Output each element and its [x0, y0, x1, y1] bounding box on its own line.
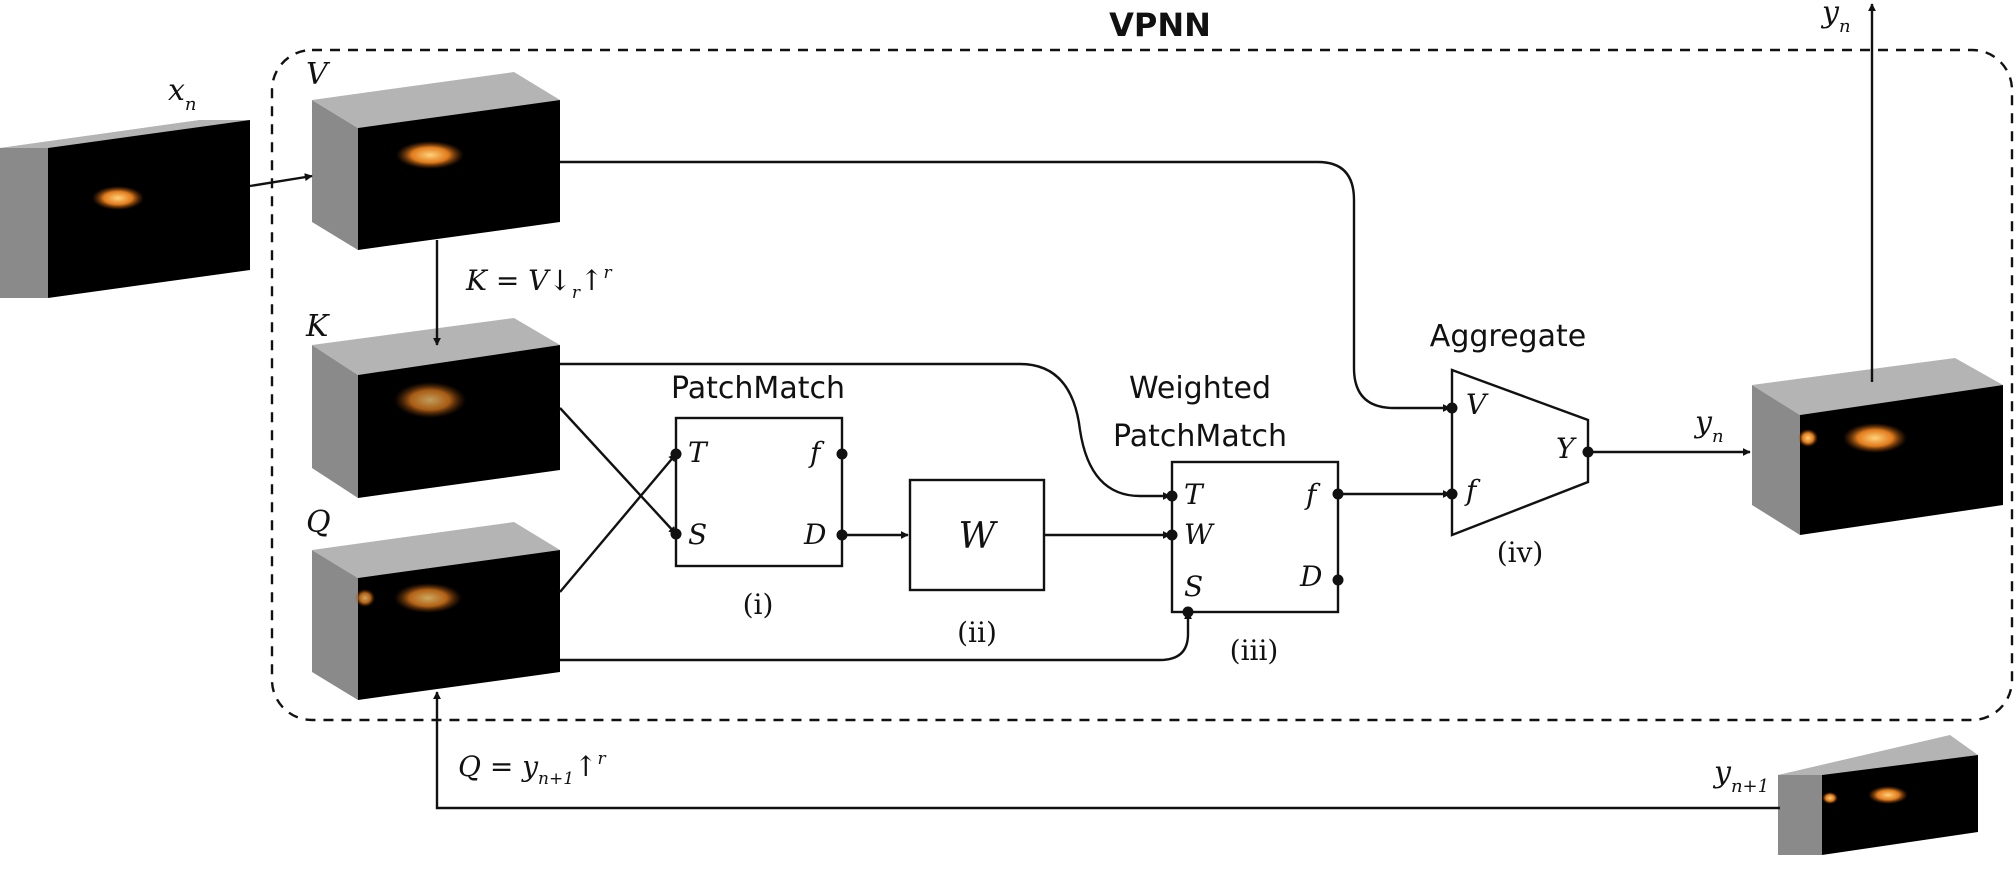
yn-arrow-label: yn: [1693, 405, 1724, 447]
port-D: D: [1299, 560, 1322, 593]
arrow-k-to-weighted-t: [560, 362, 1171, 500]
goldfish-image: [1868, 786, 1908, 804]
goldfish-image: [92, 186, 144, 210]
port-Y: Y: [1556, 432, 1577, 465]
goldfish-image: [396, 141, 464, 169]
weighted-patchmatch-block: Weighted PatchMatch T W S f D (iii): [1113, 371, 1340, 667]
xn-frame: [0, 120, 250, 298]
tag-i: (i): [743, 588, 774, 621]
port-V: V: [1466, 388, 1489, 421]
xn-label: xn: [168, 73, 197, 115]
k-frame: [312, 318, 560, 498]
weighted-title-2: PatchMatch: [1113, 419, 1287, 454]
yn-output-frame: [1752, 358, 2003, 535]
aggregate-title: Aggregate: [1430, 319, 1586, 354]
k-equation: K = V↓r↑r: [465, 263, 612, 303]
port-T: T: [688, 436, 709, 469]
q-label: Q: [306, 505, 331, 540]
tag-iii: (iii): [1230, 634, 1279, 667]
q-equation: Q = yn+1↑r: [458, 749, 607, 789]
tag-ii: (ii): [957, 616, 997, 649]
port-S: S: [1184, 570, 1203, 603]
arrow-q-to-pm-t: [559, 453, 677, 593]
arrow-q-to-weighted-s: [560, 611, 1192, 662]
port-dots: [670, 402, 1594, 618]
goldfish-image: [394, 583, 462, 613]
yn1-label: yn+1: [1712, 755, 1769, 797]
arrow-xn-to-v: [249, 173, 313, 188]
k-label: K: [305, 309, 330, 344]
v-label: V: [306, 57, 331, 92]
goldfish-image: [1843, 423, 1907, 453]
w-label: W: [958, 516, 998, 557]
aggregate-block: Aggregate V f Y (iv): [1430, 319, 1590, 569]
patchmatch-title: PatchMatch: [671, 371, 845, 406]
w-block: W (ii): [908, 478, 1046, 649]
arrow-v-to-aggregate: [560, 160, 1451, 412]
port-W: W: [1184, 518, 1215, 551]
yn1-frame: [1778, 735, 1978, 855]
patchmatch-block: PatchMatch T S f D (i): [671, 371, 845, 621]
port-S: S: [688, 518, 707, 551]
q-frame: [312, 522, 560, 700]
v-frame: [312, 72, 560, 250]
tag-iv: (iv): [1497, 536, 1544, 569]
vpnn-boundary: [270, 48, 2014, 722]
port-D: D: [803, 518, 826, 551]
arrow-k-to-pm-s: [559, 407, 677, 535]
goldfish-image: [394, 382, 466, 418]
yn-top-label: yn: [1820, 0, 1851, 37]
port-T: T: [1184, 478, 1205, 511]
weighted-title-1: Weighted: [1129, 371, 1271, 406]
diagram-title: VPNN: [1109, 6, 1211, 44]
arrow-yn1-to-q: [433, 691, 1780, 810]
